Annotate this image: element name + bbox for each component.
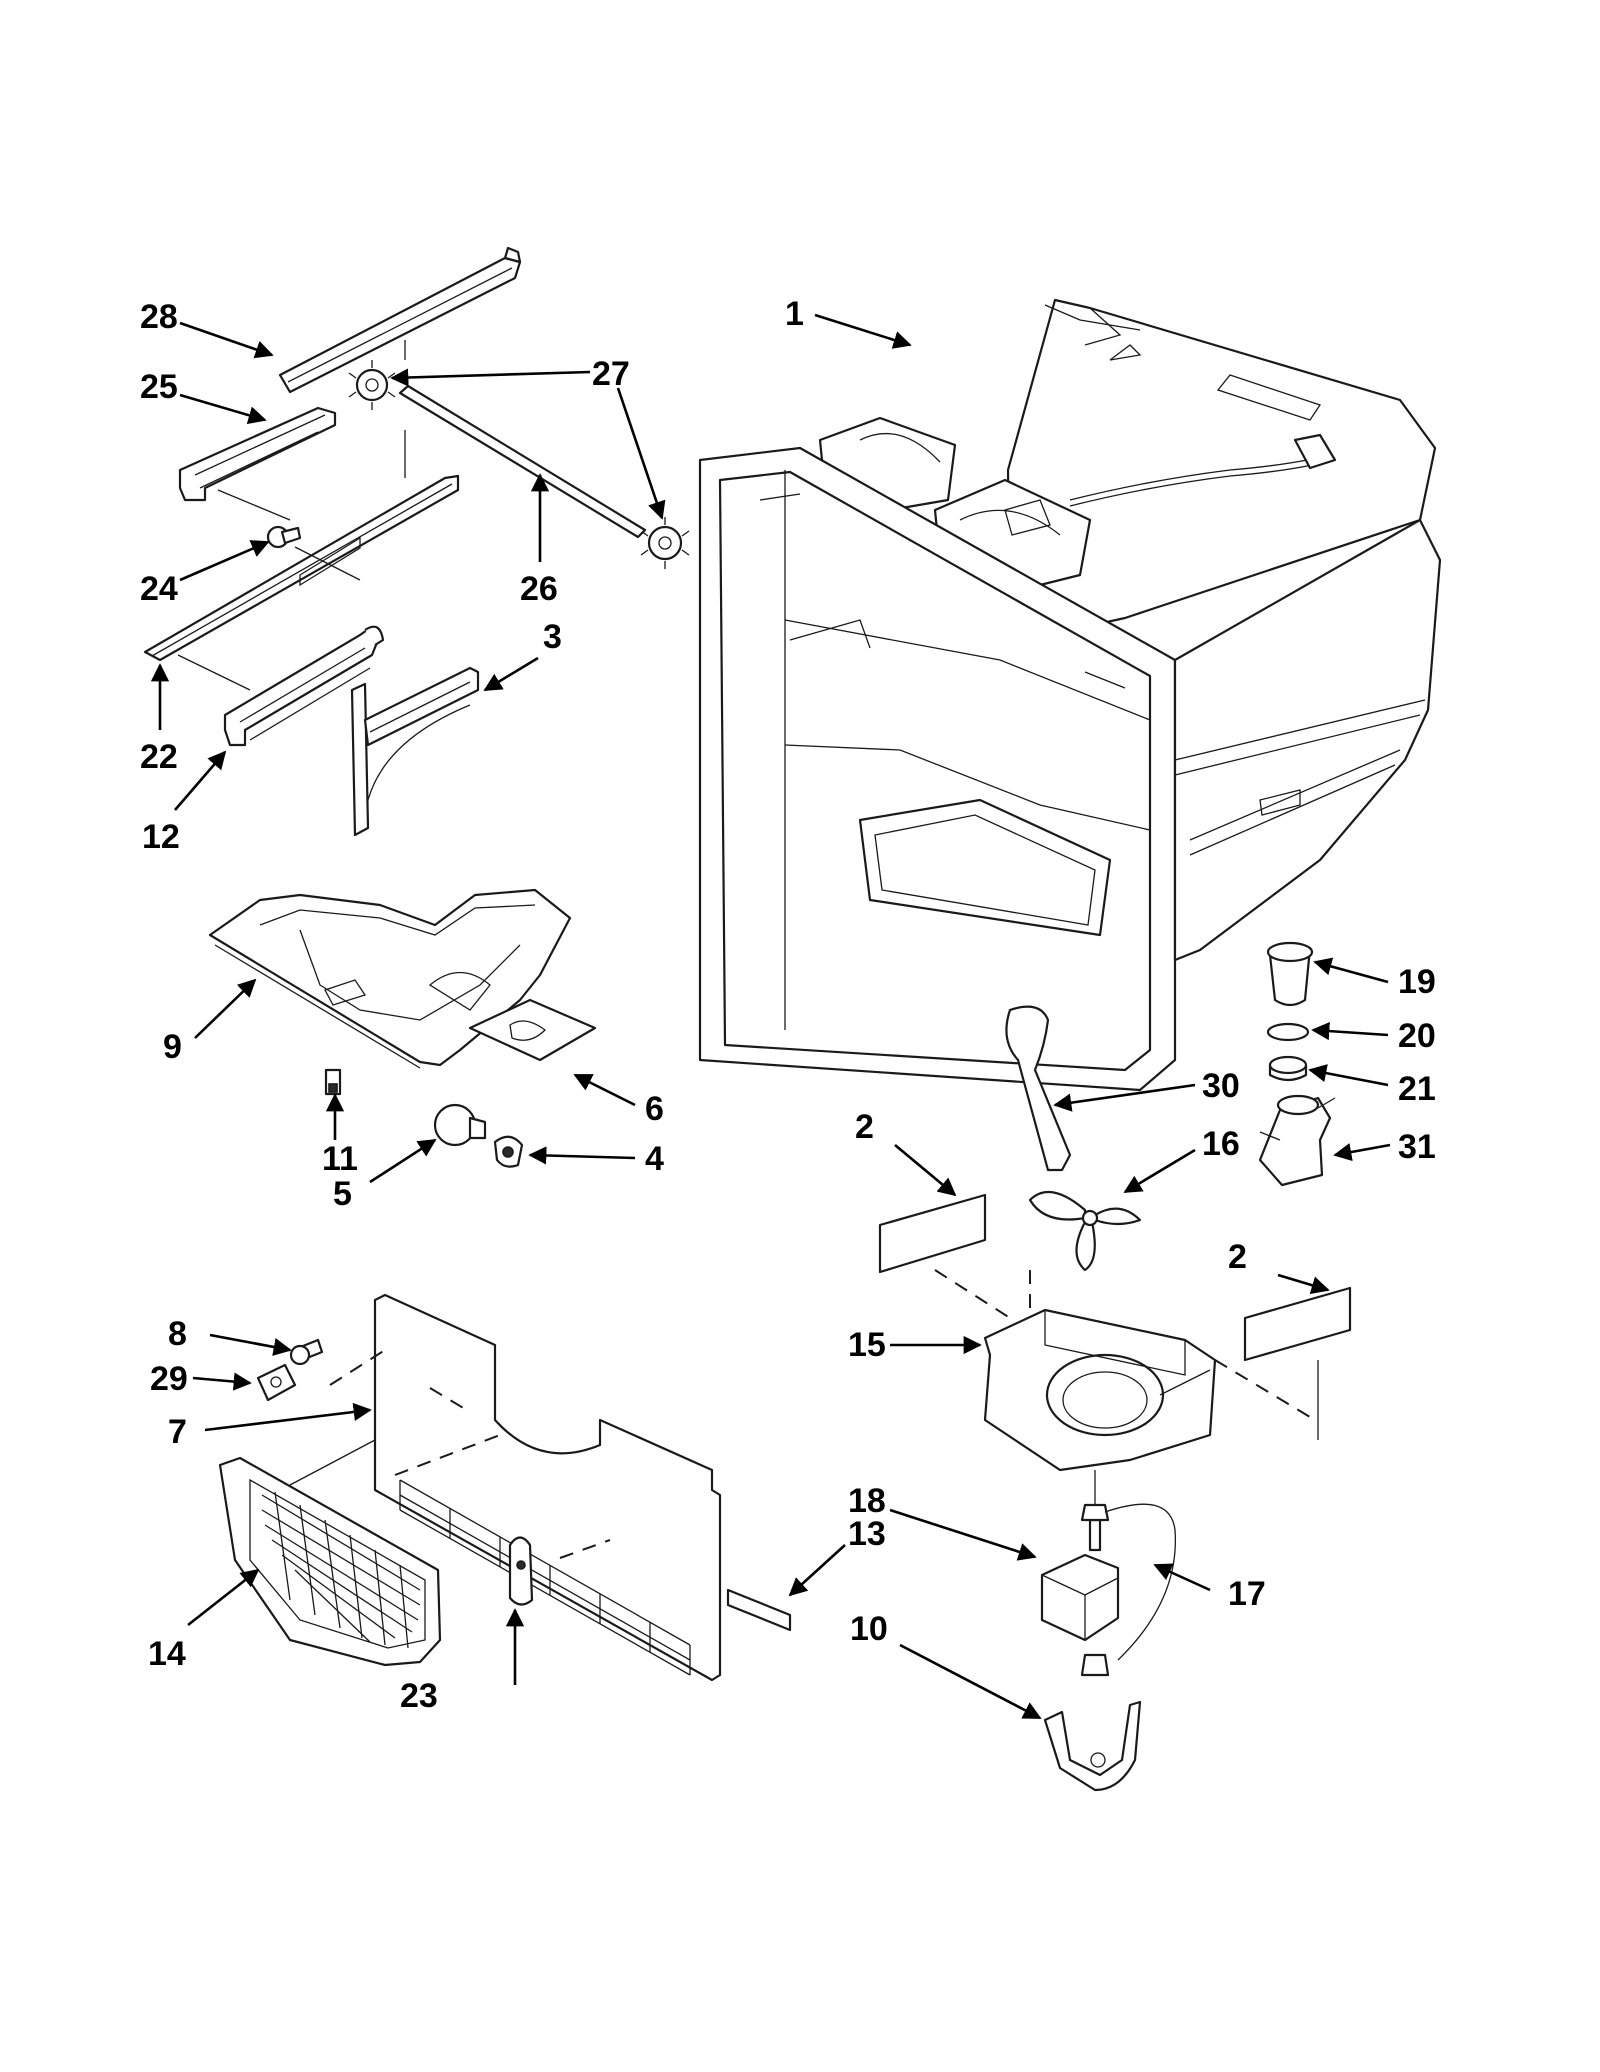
leader-arrows xyxy=(150,313,1391,1720)
leader-10 xyxy=(899,1643,1042,1720)
callout-1: 1 xyxy=(785,295,804,333)
leader-28 xyxy=(179,321,274,359)
leader-8 xyxy=(209,1333,292,1356)
callout-2a: 2 xyxy=(855,1108,874,1146)
callout-10: 10 xyxy=(850,1610,888,1648)
callout-17: 17 xyxy=(1228,1575,1266,1613)
leader-12 xyxy=(174,750,227,811)
callout-7: 7 xyxy=(168,1413,187,1451)
fan-shroud xyxy=(983,1308,1217,1472)
callout-9: 9 xyxy=(163,1028,182,1066)
damper-seal xyxy=(1268,1055,1308,1082)
callout-13: 13 xyxy=(848,1515,886,1553)
callout-12: 12 xyxy=(142,818,180,856)
o-ring xyxy=(1266,1022,1310,1042)
panel-screw xyxy=(289,1338,324,1366)
air-duct xyxy=(1005,1005,1072,1172)
leader-6 xyxy=(573,1073,636,1107)
air-grille xyxy=(218,1439,442,1667)
callout-30: 30 xyxy=(1202,1067,1240,1105)
leader-20 xyxy=(1311,1022,1389,1041)
callout-11: 11 xyxy=(322,1140,358,1178)
callout-25: 25 xyxy=(140,368,178,406)
leader-1 xyxy=(814,313,912,349)
freezer-bin-assembly xyxy=(698,298,1442,1092)
motor-bracket xyxy=(1043,1700,1142,1792)
callout-29: 29 xyxy=(150,1360,188,1398)
leader-27a xyxy=(390,368,591,387)
leader-25 xyxy=(179,393,267,425)
leader-31 xyxy=(1333,1143,1391,1162)
leader-2a xyxy=(894,1144,957,1197)
leader-30 xyxy=(1053,1083,1196,1112)
gear-bottom xyxy=(640,517,690,569)
leader-27b xyxy=(616,387,666,520)
leader-17 xyxy=(1153,1563,1211,1592)
mounting-plate xyxy=(350,666,480,837)
lower-slide-rail xyxy=(143,340,460,691)
callout-14: 14 xyxy=(148,1635,186,1673)
leader-9 xyxy=(194,978,257,1039)
leader-29 xyxy=(192,1372,252,1391)
callout-18: 18 xyxy=(848,1482,886,1520)
callout-27: 27 xyxy=(592,355,630,393)
callout-4: 4 xyxy=(645,1140,664,1178)
callout-5: 5 xyxy=(333,1175,352,1213)
damper-housing xyxy=(1258,1094,1336,1187)
callout-labels: 1 2 2 3 4 5 6 7 8 9 10 11 12 13 14 15 16… xyxy=(140,295,1436,1715)
light-switch xyxy=(324,1068,342,1096)
callout-19: 19 xyxy=(1398,963,1436,1001)
leader-2b xyxy=(1277,1273,1330,1295)
fan-guide-lines xyxy=(934,1269,1316,1421)
decal-label xyxy=(468,998,597,1062)
callout-16: 16 xyxy=(1202,1125,1240,1163)
top-slide-rail xyxy=(278,246,522,394)
callout-8: 8 xyxy=(168,1315,187,1353)
leader-5 xyxy=(369,1138,437,1184)
gear-top xyxy=(348,360,396,410)
callout-22: 22 xyxy=(140,738,178,776)
leader-14 xyxy=(187,1568,260,1627)
leader-18 xyxy=(889,1508,1037,1561)
leader-4 xyxy=(528,1146,636,1165)
callout-2b: 2 xyxy=(1228,1238,1247,1276)
leader-19 xyxy=(1313,957,1389,984)
leader-21 xyxy=(1308,1064,1389,1087)
leader-24 xyxy=(179,540,270,582)
callout-20: 20 xyxy=(1398,1017,1436,1055)
light-housing-cover xyxy=(208,888,572,1069)
fan-blade xyxy=(1028,1190,1142,1272)
leader-16 xyxy=(1123,1148,1196,1194)
leader-13 xyxy=(788,1544,846,1597)
foam-strip xyxy=(726,1588,792,1632)
drive-shaft xyxy=(398,384,647,539)
callout-31: 31 xyxy=(1398,1128,1436,1166)
fan-motor xyxy=(1040,1503,1120,1677)
motor-wire xyxy=(1104,1503,1177,1661)
upper-bracket xyxy=(178,406,337,502)
panel-clip xyxy=(256,1363,297,1402)
callout-3: 3 xyxy=(543,618,562,656)
lower-bracket xyxy=(223,625,385,747)
leader-7 xyxy=(204,1402,372,1432)
callout-23: 23 xyxy=(400,1677,438,1715)
callout-24: 24 xyxy=(140,570,178,608)
callout-6: 6 xyxy=(645,1090,664,1128)
damper-cap xyxy=(1266,941,1314,1007)
light-bulb xyxy=(433,1103,487,1147)
callout-21: 21 xyxy=(1398,1070,1436,1108)
pad-left xyxy=(878,1193,987,1274)
rear-panel xyxy=(373,1293,722,1682)
latch xyxy=(508,1536,534,1606)
callout-15: 15 xyxy=(848,1326,886,1364)
callout-26: 26 xyxy=(520,570,558,608)
callout-28: 28 xyxy=(140,298,178,336)
assembly-guide-lines xyxy=(329,1349,611,1559)
mounting-screw xyxy=(266,525,302,549)
bulb-socket xyxy=(493,1135,524,1168)
pad-right xyxy=(1243,1286,1352,1362)
leader-3 xyxy=(483,656,539,692)
